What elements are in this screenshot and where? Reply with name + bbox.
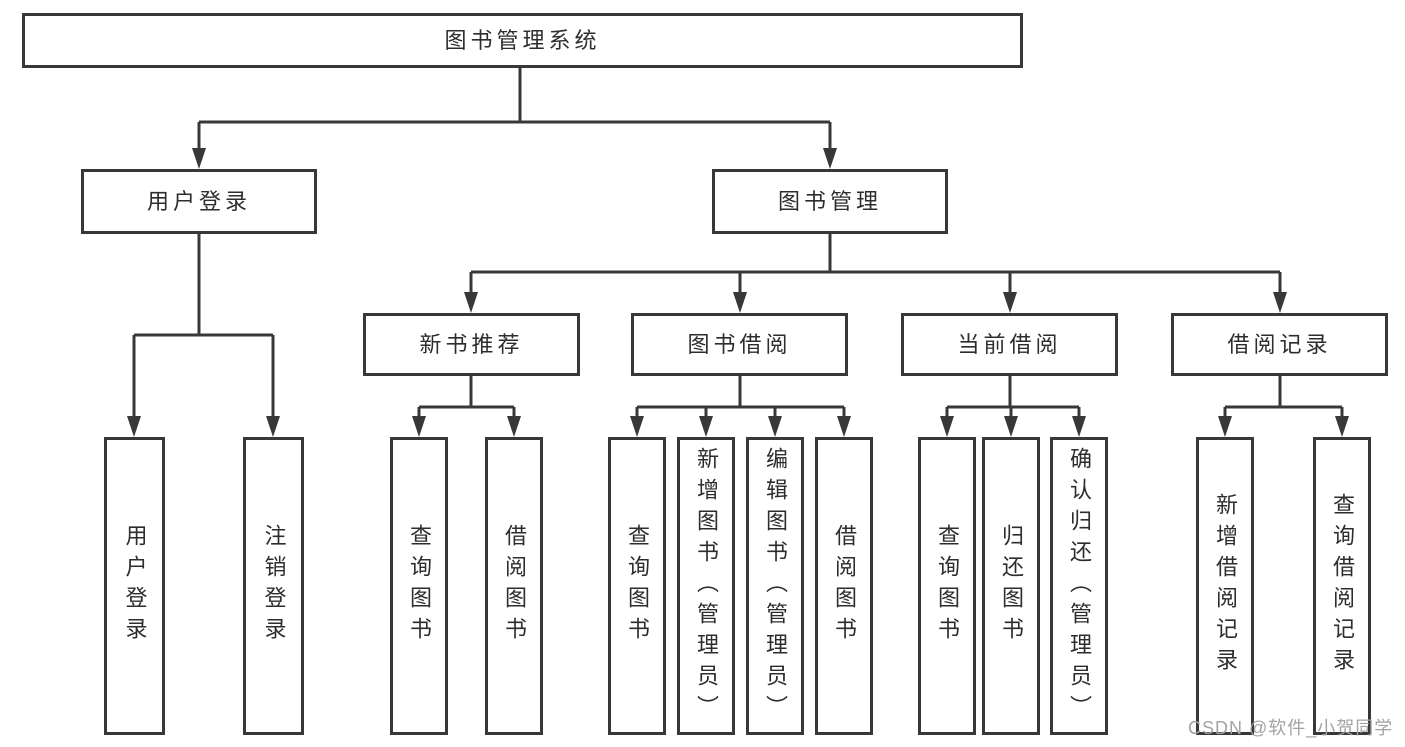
connector-borrowing-records-children	[1218, 376, 1349, 437]
leaf-user-login-label: 用户登录	[122, 524, 148, 648]
leaf-add-borrow-record: 新增借阅记录	[1196, 437, 1254, 735]
connector-current-borrowing-children	[940, 376, 1086, 437]
node-borrowing-records-label: 借阅记录	[1227, 331, 1332, 357]
connector-new-book-recommend-children	[412, 376, 521, 437]
leaf-add-books-admin-label: 新增图书（管理员）	[694, 446, 719, 726]
leaf-borrowing-borrow-books: 借阅图书	[815, 437, 873, 735]
leaf-current-query-books: 查询图书	[918, 437, 976, 735]
arrowhead	[1072, 416, 1086, 437]
leaf-recommend-query-books: 查询图书	[390, 437, 448, 735]
arrowhead	[733, 292, 747, 313]
node-current-borrowing: 当前借阅	[901, 313, 1118, 376]
node-book-management: 图书管理	[712, 169, 948, 234]
node-new-book-recommend: 新书推荐	[363, 313, 580, 376]
leaf-edit-books-admin: 编辑图书（管理员）	[746, 437, 804, 735]
leaf-confirm-return-admin: 确认归还（管理员）	[1050, 437, 1108, 735]
connector-book-borrowing-children	[630, 376, 851, 437]
arrowhead	[1004, 416, 1018, 437]
node-current-borrowing-label: 当前借阅	[957, 331, 1062, 357]
arrowhead	[1273, 292, 1287, 313]
arrowhead	[192, 148, 206, 169]
connector-root-children	[192, 68, 837, 169]
arrowhead	[1003, 292, 1017, 313]
leaf-recommend-borrow-books: 借阅图书	[485, 437, 543, 735]
connector-user-login-children	[127, 234, 280, 437]
node-root-label: 图书管理系统	[444, 27, 601, 53]
node-book-borrowing: 图书借阅	[631, 313, 848, 376]
node-user-login: 用户登录	[81, 169, 317, 234]
leaf-borrowing-query-books: 查询图书	[608, 437, 666, 735]
arrowhead	[823, 148, 837, 169]
leaf-add-borrow-record-label: 新增借阅记录	[1213, 493, 1238, 679]
leaf-return-books: 归还图书	[982, 437, 1040, 735]
arrowhead	[266, 416, 280, 437]
leaf-recommend-query-books-label: 查询图书	[407, 524, 432, 648]
leaf-logout: 注销登录	[243, 437, 304, 735]
leaf-current-query-books-label: 查询图书	[935, 524, 960, 648]
arrowhead	[940, 416, 954, 437]
arrowhead	[464, 292, 478, 313]
leaf-add-books-admin: 新增图书（管理员）	[677, 437, 735, 735]
arrowhead	[507, 416, 521, 437]
arrowhead	[768, 416, 782, 437]
leaf-query-borrow-record-label: 查询借阅记录	[1330, 493, 1355, 679]
connector-book-management-children	[464, 233, 1287, 313]
leaf-recommend-borrow-books-label: 借阅图书	[502, 524, 527, 648]
leaf-edit-books-admin-label: 编辑图书（管理员）	[763, 446, 788, 726]
leaf-return-books-label: 归还图书	[999, 524, 1024, 648]
arrowhead	[412, 416, 426, 437]
node-root-system: 图书管理系统	[22, 13, 1023, 68]
arrowhead	[630, 416, 644, 437]
csdn-watermark: CSDN @软件_小贺同学	[1188, 718, 1394, 738]
node-new-book-recommend-label: 新书推荐	[419, 331, 524, 357]
leaf-logout-label: 注销登录	[261, 524, 287, 648]
leaf-query-borrow-record: 查询借阅记录	[1313, 437, 1371, 735]
arrowhead	[127, 416, 141, 437]
leaf-borrowing-query-books-label: 查询图书	[625, 524, 650, 648]
leaf-user-login: 用户登录	[104, 437, 165, 735]
arrowhead	[1335, 416, 1349, 437]
leaf-confirm-return-admin-label: 确认归还（管理员）	[1067, 446, 1092, 726]
node-book-borrowing-label: 图书借阅	[687, 331, 792, 357]
arrowhead	[1218, 416, 1232, 437]
node-book-management-label: 图书管理	[777, 188, 882, 214]
arrowhead	[837, 416, 851, 437]
node-user-login-label: 用户登录	[146, 188, 251, 214]
arrowhead	[699, 416, 713, 437]
leaf-borrowing-borrow-books-label: 借阅图书	[832, 524, 857, 648]
node-borrowing-records: 借阅记录	[1171, 313, 1388, 376]
